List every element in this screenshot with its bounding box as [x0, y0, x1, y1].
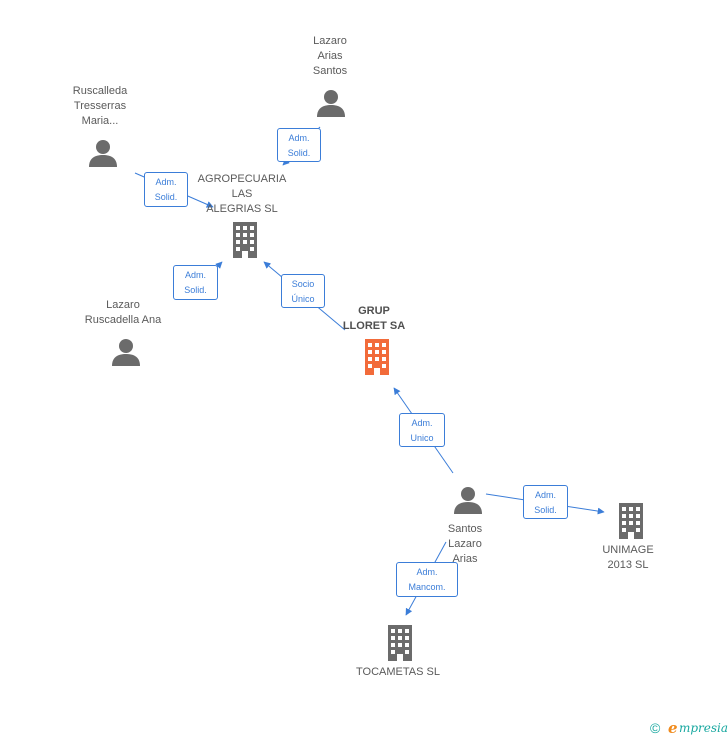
edge-label-e3[interactable]: Adm. Solid. — [173, 265, 218, 300]
building-icon[interactable] — [615, 503, 647, 539]
label-line: Arias — [317, 50, 343, 62]
edge-label-line: Solid. — [534, 505, 557, 515]
label-line: Ruscalleda — [72, 85, 128, 97]
building-icon[interactable] — [229, 222, 261, 258]
brand-logo-text: mpresia — [679, 721, 728, 735]
label-line: Arias — [452, 553, 478, 565]
label-line: Ruscadella Ana — [84, 314, 162, 326]
edge-label-e6[interactable]: Adm. Solid. — [523, 485, 568, 519]
label-line: LLORET SA — [342, 320, 406, 332]
label-line: UNIMAGE — [602, 544, 654, 556]
label-line: TOCAMETAS SL — [356, 666, 440, 678]
edge-label-line: Adm. — [155, 177, 177, 187]
edge-label-line: Solid. — [184, 285, 207, 295]
person-icon[interactable] — [111, 338, 141, 368]
node-label-agropecuaria[interactable]: AGROPECUARIA LAS ALEGRIAS SL — [192, 172, 292, 217]
label-line: Tresserras — [73, 100, 127, 112]
node-label-unimage[interactable]: UNIMAGE 2013 SL — [588, 543, 668, 573]
edge-label-e2[interactable]: Adm. Solid. — [144, 172, 188, 207]
edge-label-line: Adm. — [411, 418, 433, 428]
node-label-lazaro-arias-santos[interactable]: Lazaro Arias Santos — [290, 34, 370, 79]
building-icon[interactable] — [361, 339, 393, 375]
edge-label-e4[interactable]: Socio Único — [281, 274, 325, 308]
copyright-symbol: © — [650, 720, 661, 736]
node-label-ruscalleda[interactable]: Ruscalleda Tresserras Maria... — [55, 84, 145, 129]
edge-label-e5[interactable]: Adm. Unico — [399, 413, 445, 447]
label-line: Maria... — [81, 115, 119, 127]
edge-label-line: Adm. — [534, 490, 556, 500]
node-label-lazaro-ruscadella[interactable]: Lazaro Ruscadella Ana — [63, 298, 183, 328]
brand-footer[interactable]: © e mpresia — [650, 719, 728, 739]
edge-label-line: Adm. — [416, 567, 438, 577]
label-line: Lazaro — [448, 538, 482, 550]
label-line: Lazaro — [106, 299, 140, 311]
node-label-grup-lloret[interactable]: GRUP LLORET SA — [329, 304, 419, 334]
edge-label-line: Socio — [291, 279, 315, 289]
edge-label-line: Solid. — [154, 192, 178, 202]
node-label-tocametas[interactable]: TOCAMETAS SL — [343, 665, 453, 680]
label-line: ALEGRIAS SL — [206, 203, 278, 215]
edge-label-line: Único — [291, 294, 315, 304]
edge-label-line: Solid. — [287, 148, 311, 158]
brand-logo-initial: e — [668, 719, 678, 737]
label-line: Santos — [447, 523, 483, 535]
label-line: Santos — [312, 65, 348, 77]
edge-label-e1[interactable]: Adm. Solid. — [277, 128, 321, 162]
label-line: AGROPECUARIA — [197, 173, 287, 185]
label-line: LAS — [231, 188, 253, 200]
edge-label-e7[interactable]: Adm. Mancom. — [396, 562, 458, 597]
edge-label-line: Mancom. — [408, 582, 446, 592]
edge-label-line: Adm. — [184, 270, 206, 280]
person-icon[interactable] — [88, 139, 118, 169]
edge-label-line: Adm. — [288, 133, 310, 143]
building-icon[interactable] — [384, 625, 416, 661]
node-label-santos-lazaro-arias[interactable]: Santos Lazaro Arias — [425, 522, 505, 567]
person-icon[interactable] — [453, 486, 483, 516]
label-line: 2013 SL — [607, 559, 649, 571]
label-line: Lazaro — [313, 35, 347, 47]
edge-label-line: Unico — [410, 433, 434, 443]
person-icon[interactable] — [316, 89, 346, 119]
label-line: GRUP — [358, 305, 390, 317]
